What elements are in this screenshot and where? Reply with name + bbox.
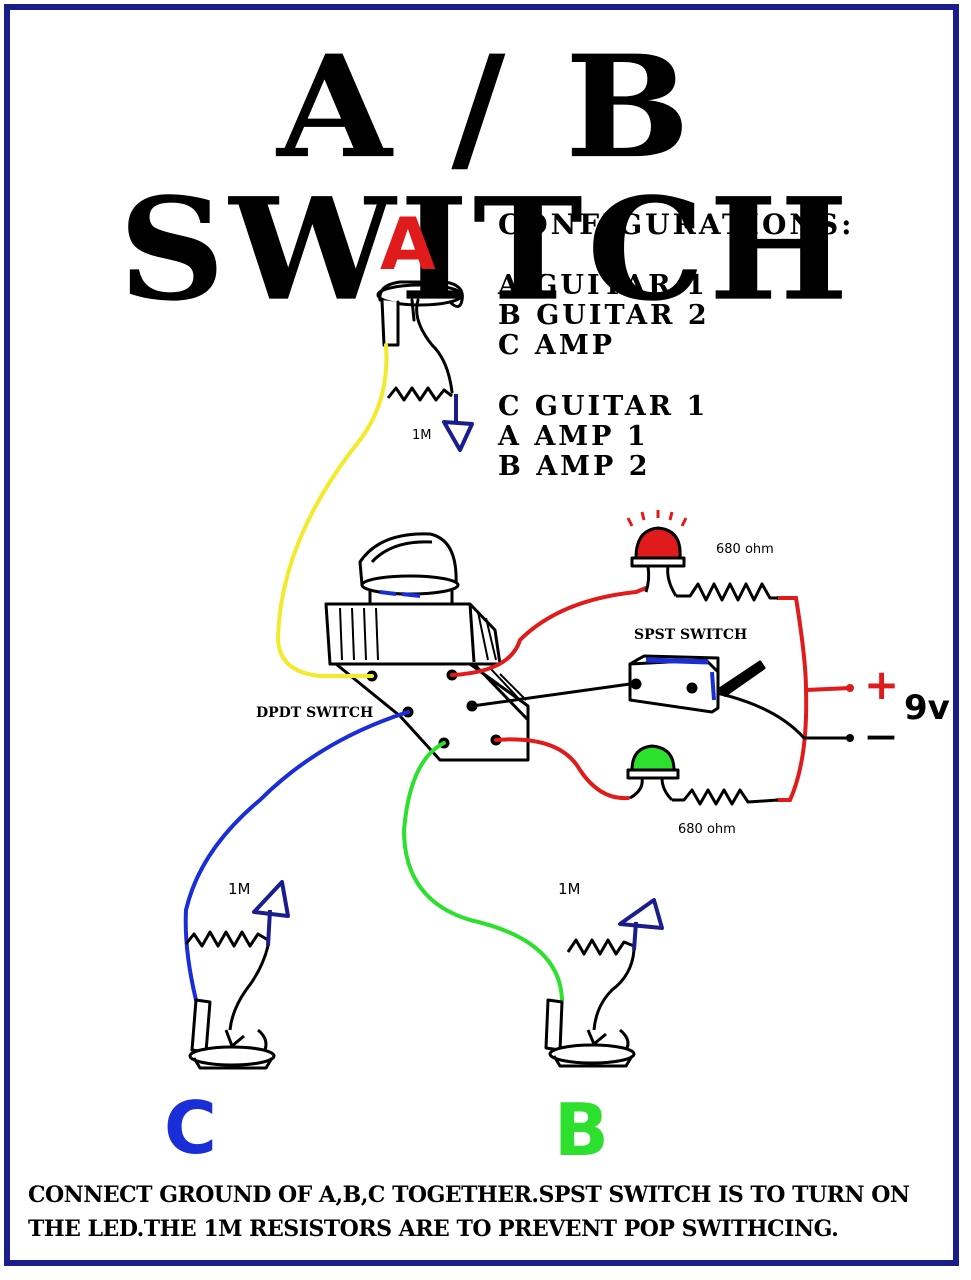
page-border [4,4,959,1266]
dpdt-switch [324,532,530,762]
pot-arrow-a [442,394,474,452]
wire-blue [183,710,410,1002]
jack-c [188,945,276,1070]
led-green [626,744,680,802]
battery-label: 9v [904,688,950,728]
wire-red-rail [776,596,852,802]
resistor-c-label: 1M [228,880,251,898]
resistor-bottom-led-label: 680 ohm [678,822,736,837]
jack-c-letter: C [164,1086,217,1170]
pot-arrow-b [618,898,664,951]
resistor-b-label: 1M [558,880,581,898]
spst-switch-label: SPST SWITCH [634,627,748,643]
config-1-line-3: C AMP [498,330,616,361]
wire-green [401,741,564,1002]
pot-arrow-c [252,880,290,947]
resistor-b-group [566,898,664,956]
resistor-top-led-label: 680 ohm [716,542,774,557]
resistor-a [386,386,453,402]
led-red [626,510,688,597]
dpdt-switch-label: DPDT SWITCH [256,705,374,721]
plus-terminal [846,684,854,692]
resistor-c-group [184,880,290,948]
jack-b [544,949,636,1068]
wire-yellow [275,343,389,678]
config-1-line-1: A GUITAR 1 [498,270,708,301]
spst-switch [628,654,766,714]
minus-terminal [846,734,854,742]
wire-red-bottom [494,737,630,801]
footer-note: CONNECT GROUND OF A,B,C TOGETHER.SPST SW… [28,1182,910,1242]
minus-sign: — [866,719,896,754]
wire-black-spst [470,682,632,708]
bottom-strip [0,1272,971,1280]
page-title: A / B SWITCH [118,24,853,332]
config-2-line-1: C GUITAR 1 [498,391,709,422]
config-2-line-3: B AMP 2 [498,451,651,482]
resistor-led-top [676,582,778,602]
jack-a-letter: A [380,202,436,286]
config-1-line-2: B GUITAR 2 [498,300,710,331]
plus-sign: + [864,660,900,709]
configurations-heading: CONFIGURATIONS: [498,208,855,241]
wire-red-top [450,586,648,677]
jack-a [376,280,464,394]
jack-b-letter: B [554,1088,609,1172]
resistor-led-bottom [672,788,779,806]
resistor-a-label: 1M [412,428,432,443]
config-2-line-2: A AMP 1 [498,421,649,452]
